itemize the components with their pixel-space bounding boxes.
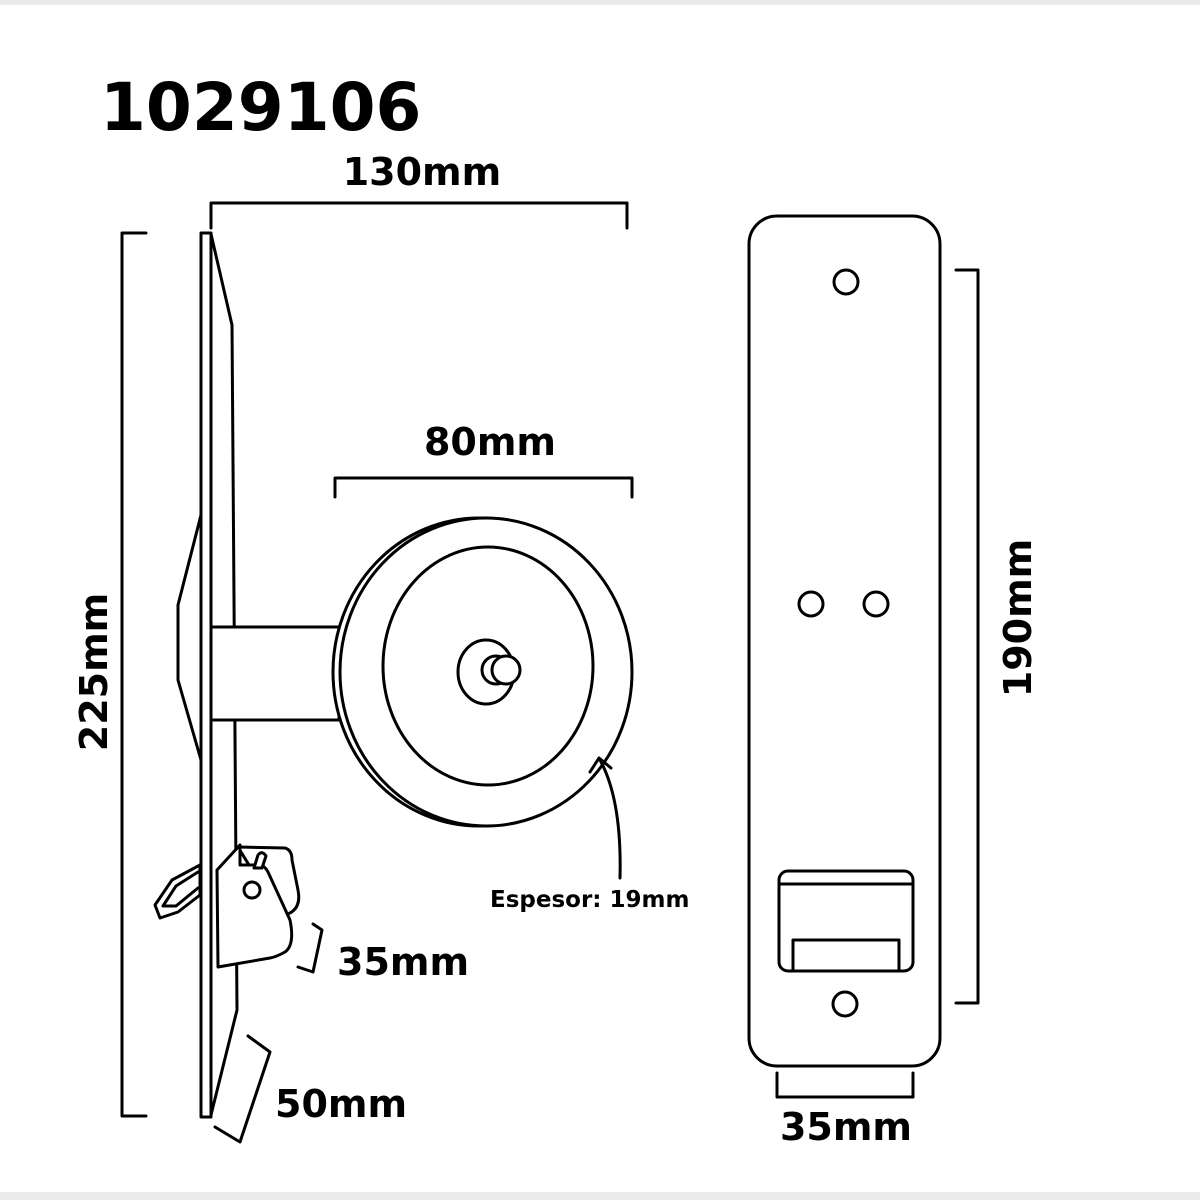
cover-height-label: 190mm	[996, 539, 1040, 698]
clip-bracket	[296, 922, 324, 974]
height-label: 225mm	[72, 593, 116, 752]
arm	[209, 625, 341, 722]
width-bracket	[209, 201, 629, 230]
width-label: 130mm	[343, 150, 502, 194]
plate-left-bulge	[176, 513, 203, 762]
height-bracket	[120, 231, 148, 1118]
tab-bracket	[213, 1034, 272, 1144]
arrow-icon	[598, 758, 622, 880]
arrowhead-icon	[588, 756, 613, 774]
slot-opening	[791, 938, 901, 973]
chain-slot	[777, 869, 915, 973]
clip-label: 35mm	[337, 940, 469, 984]
front-cover-view	[747, 214, 942, 1068]
middle-hole-left	[797, 590, 825, 618]
side-view-mechanism	[153, 231, 634, 1119]
middle-hole-right	[862, 590, 890, 618]
top-border	[0, 0, 1200, 5]
clip-pin	[252, 851, 268, 870]
thickness-label: Espesor: 19mm	[490, 887, 689, 913]
cover-height-bracket	[954, 268, 980, 1005]
bottom-hole	[831, 990, 859, 1018]
axle-pin	[490, 654, 522, 686]
spring-clip-inner	[161, 870, 200, 908]
tab-label: 50mm	[275, 1082, 407, 1126]
top-hole	[832, 268, 860, 296]
cover-width-bracket	[775, 1071, 915, 1099]
cover-width-label: 35mm	[780, 1105, 912, 1149]
cover-plate	[747, 214, 942, 1068]
wheel-inner-ring	[381, 545, 595, 787]
product-code: 1029106	[100, 69, 421, 146]
clip-hole	[242, 880, 262, 900]
wheel-diameter-label: 80mm	[424, 420, 556, 464]
bottom-border	[0, 1192, 1200, 1200]
wheel-diameter-bracket	[333, 476, 634, 499]
